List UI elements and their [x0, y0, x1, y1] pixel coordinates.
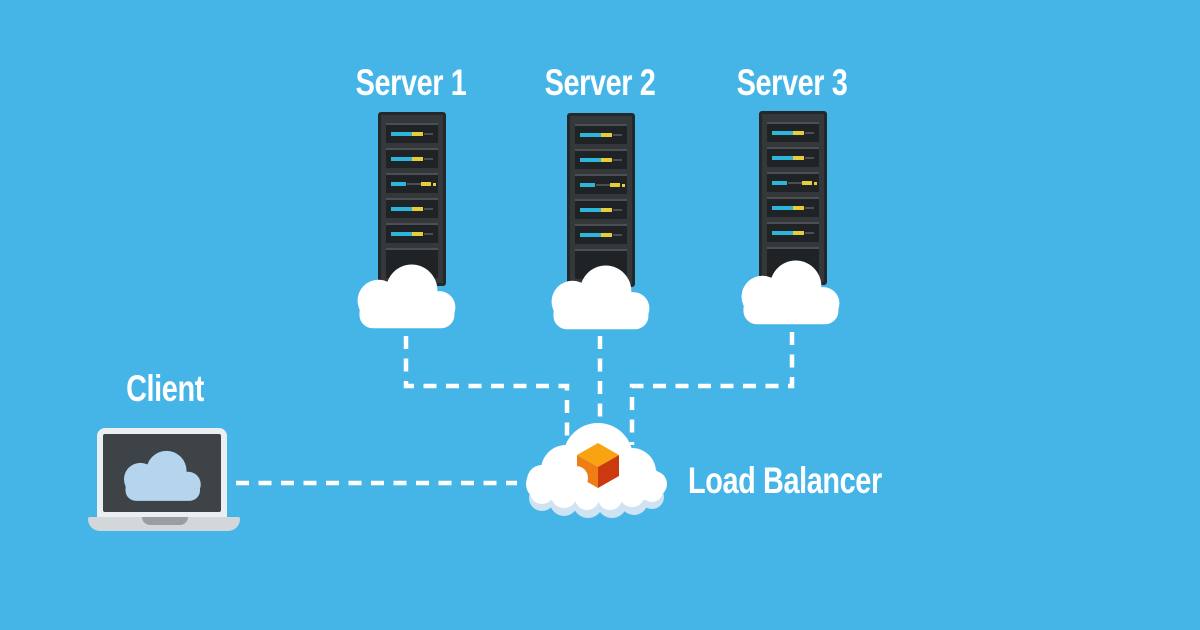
rack-slot	[386, 173, 438, 193]
rack-slot	[575, 224, 627, 244]
server1-label: Server 1	[355, 62, 467, 103]
server1-cloud-icon	[357, 264, 456, 329]
rack-slot	[767, 147, 819, 167]
laptop-icon	[97, 428, 227, 518]
rack-slot	[575, 149, 627, 169]
rack-slot	[386, 123, 438, 143]
laptop-screen	[103, 434, 221, 512]
server3-cloud-icon	[741, 260, 840, 325]
rack-slot	[386, 198, 438, 218]
server3-label: Server 3	[736, 62, 848, 103]
rack-slot	[575, 124, 627, 144]
load-balancer-cloud-icon	[526, 423, 667, 518]
load-balancer-label: Load Balancer	[688, 460, 882, 501]
rack-slot	[767, 172, 819, 192]
rack-slot	[386, 223, 438, 243]
laptop-notch	[142, 517, 188, 525]
rack-slot	[575, 174, 627, 194]
rack-slot	[767, 222, 819, 242]
rack-slot	[386, 148, 438, 168]
rack-slot	[767, 197, 819, 217]
server2-label: Server 2	[544, 62, 656, 103]
server3-rack-icon	[759, 111, 827, 285]
rack-slot	[575, 199, 627, 219]
cube-icon	[577, 443, 619, 488]
server2-cloud-icon	[551, 265, 650, 330]
edge-server3-to-loadbalancer	[629, 332, 795, 445]
client-label: Client	[126, 368, 204, 409]
edge-server1-to-loadbalancer	[403, 336, 570, 445]
client-cloud-icon	[123, 450, 201, 501]
rack-slot	[767, 122, 819, 142]
